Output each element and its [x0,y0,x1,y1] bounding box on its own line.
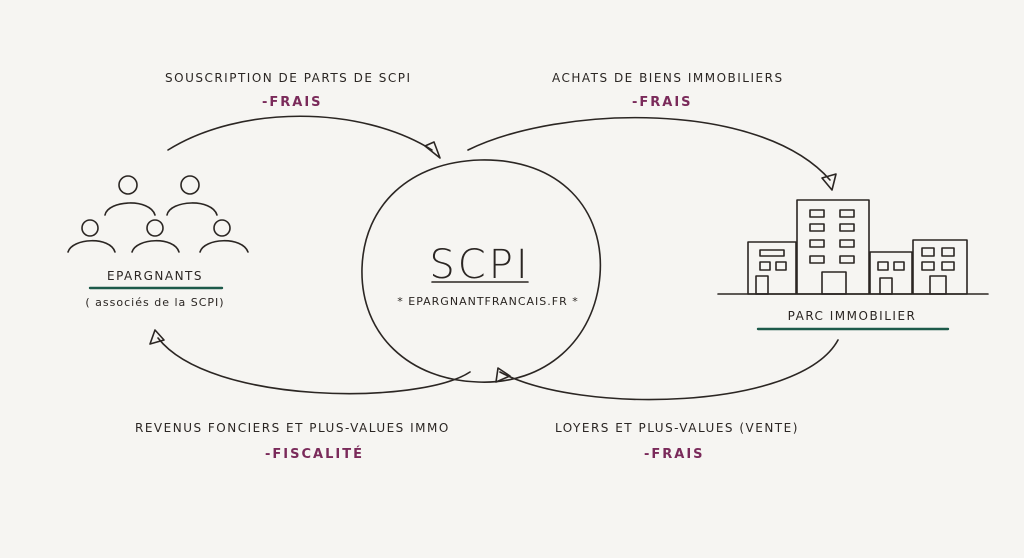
buildings-icon [717,199,989,295]
center-website: * EPARGNANTFRANCAIS.FR * [397,295,578,308]
left-node-title: EPARGNANTS [107,269,203,283]
flow-income-note: -FISCALITÉ [265,446,364,462]
arrow-rents [495,339,839,401]
flow-purchase-label: ACHATS DE BIENS IMMOBILIERS [552,71,784,85]
left-node-subtitle: ( associés de la SCPI) [85,296,224,309]
flow-rents-note: -FRAIS [644,447,705,462]
right-node-title: PARC IMMOBILIER [788,309,917,323]
arrow-income [149,329,471,395]
flow-income-label: REVENUS FONCIERS ET PLUS-VALUES IMMO [135,421,450,435]
flow-subscription-note: -FRAIS [262,95,323,110]
center-title: SCPI [429,242,530,288]
flow-rents-label: LOYERS ET PLUS-VALUES (VENTE) [555,421,799,435]
arrow-purchase [467,116,837,191]
flow-purchase-note: -FRAIS [632,95,693,110]
arrow-subscription [167,115,441,159]
flow-subscription-label: SOUSCRIPTION DE PARTS DE SCPI [165,71,412,85]
people-icon [67,175,249,253]
scpi-circle: SCPI * EPARGNANTFRANCAIS.FR * [361,159,602,383]
